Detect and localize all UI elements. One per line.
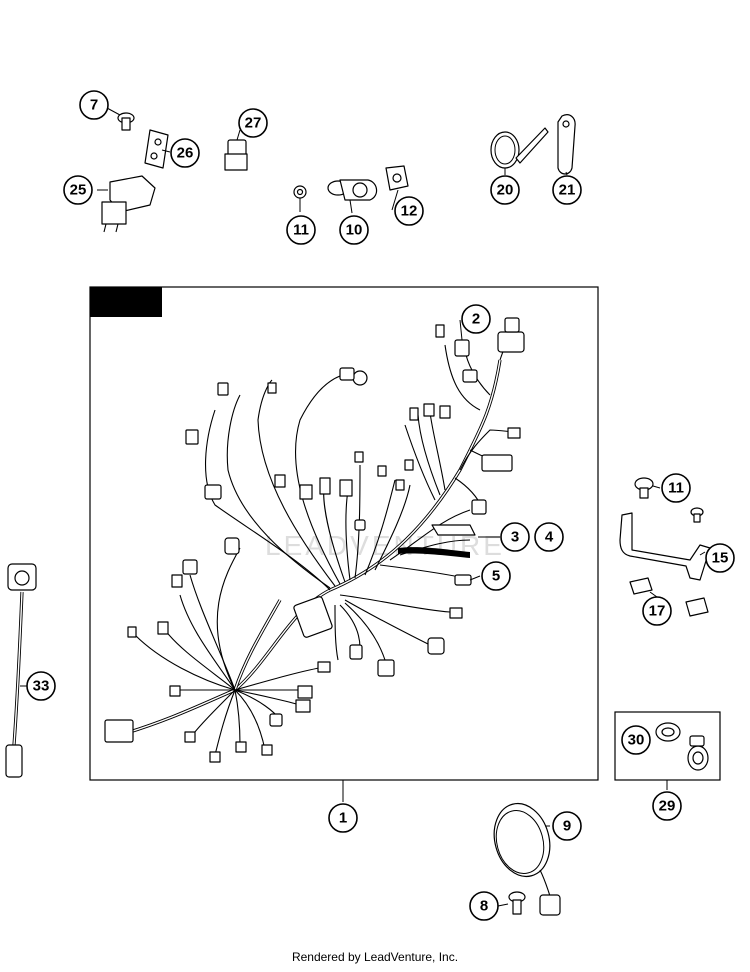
svg-text:5: 5	[492, 568, 500, 585]
svg-text:17: 17	[649, 603, 666, 620]
callout-8: 8	[469, 891, 499, 921]
grommet-part-30	[655, 722, 709, 771]
callout-9: 9	[552, 811, 582, 841]
callout-11-right: 11	[661, 473, 691, 503]
relay-part-25	[101, 175, 156, 233]
svg-text:15: 15	[712, 550, 729, 567]
callout-5: 5	[481, 561, 511, 591]
svg-text:25: 25	[70, 182, 87, 199]
nut-part-11-top	[293, 185, 307, 199]
footer-credit: Rendered by LeadVenture, Inc.	[291, 950, 459, 964]
svg-text:4: 4	[545, 529, 554, 546]
harness-frame	[89, 286, 599, 781]
cable-tie-part-20	[490, 127, 549, 169]
svg-text:26: 26	[177, 145, 194, 162]
strap-part-21	[557, 114, 576, 175]
callout-20: 20	[490, 175, 520, 205]
callout-25: 25	[63, 175, 93, 205]
callout-1: 1	[328, 803, 358, 833]
bracket-part-26	[144, 129, 169, 169]
frame-corner-block	[90, 287, 162, 317]
socket-part-27	[224, 139, 248, 171]
callout-17: 17	[642, 596, 672, 626]
cable-part-33	[5, 563, 37, 778]
svg-text:1: 1	[339, 810, 347, 827]
callout-21: 21	[552, 175, 582, 205]
callout-29: 29	[652, 791, 682, 821]
screw-part-8	[508, 891, 526, 915]
callout-15: 15	[705, 543, 735, 573]
svg-text:8: 8	[480, 898, 488, 915]
svg-text:20: 20	[497, 182, 514, 199]
svg-text:7: 7	[90, 97, 98, 114]
svg-text:11: 11	[668, 480, 684, 497]
callout-10: 10	[339, 215, 369, 245]
bolt-part-7	[117, 112, 135, 131]
callout-12: 12	[394, 196, 424, 226]
svg-text:12: 12	[401, 203, 418, 220]
callout-30: 30	[621, 725, 651, 755]
callout-27: 27	[238, 108, 268, 138]
svg-text:27: 27	[245, 115, 262, 132]
clip-part-17	[629, 577, 709, 617]
svg-text:33: 33	[33, 678, 50, 695]
svg-text:2: 2	[472, 311, 480, 328]
callout-4: 4	[534, 522, 564, 552]
harness-connectors	[104, 317, 525, 763]
svg-text:3: 3	[511, 529, 519, 546]
leader-lines	[20, 107, 706, 907]
callout-11-top: 11	[286, 215, 316, 245]
callout-2: 2	[461, 304, 491, 334]
svg-text:30: 30	[628, 732, 645, 749]
callout-33: 33	[26, 671, 56, 701]
clip-nut-part-12	[385, 165, 409, 191]
svg-text:29: 29	[659, 798, 676, 815]
callout-3: 3	[500, 522, 530, 552]
svg-text:10: 10	[346, 222, 363, 239]
cover-part-9	[493, 802, 561, 916]
clamp-part-10	[327, 179, 378, 201]
screw-small-right	[690, 507, 704, 523]
svg-text:9: 9	[563, 818, 571, 835]
screw-part-11-right	[634, 477, 654, 499]
callout-7: 7	[79, 90, 109, 120]
svg-text:21: 21	[559, 182, 576, 199]
svg-text:11: 11	[293, 222, 309, 239]
bracket-part-15	[619, 512, 711, 581]
callout-26: 26	[170, 138, 200, 168]
